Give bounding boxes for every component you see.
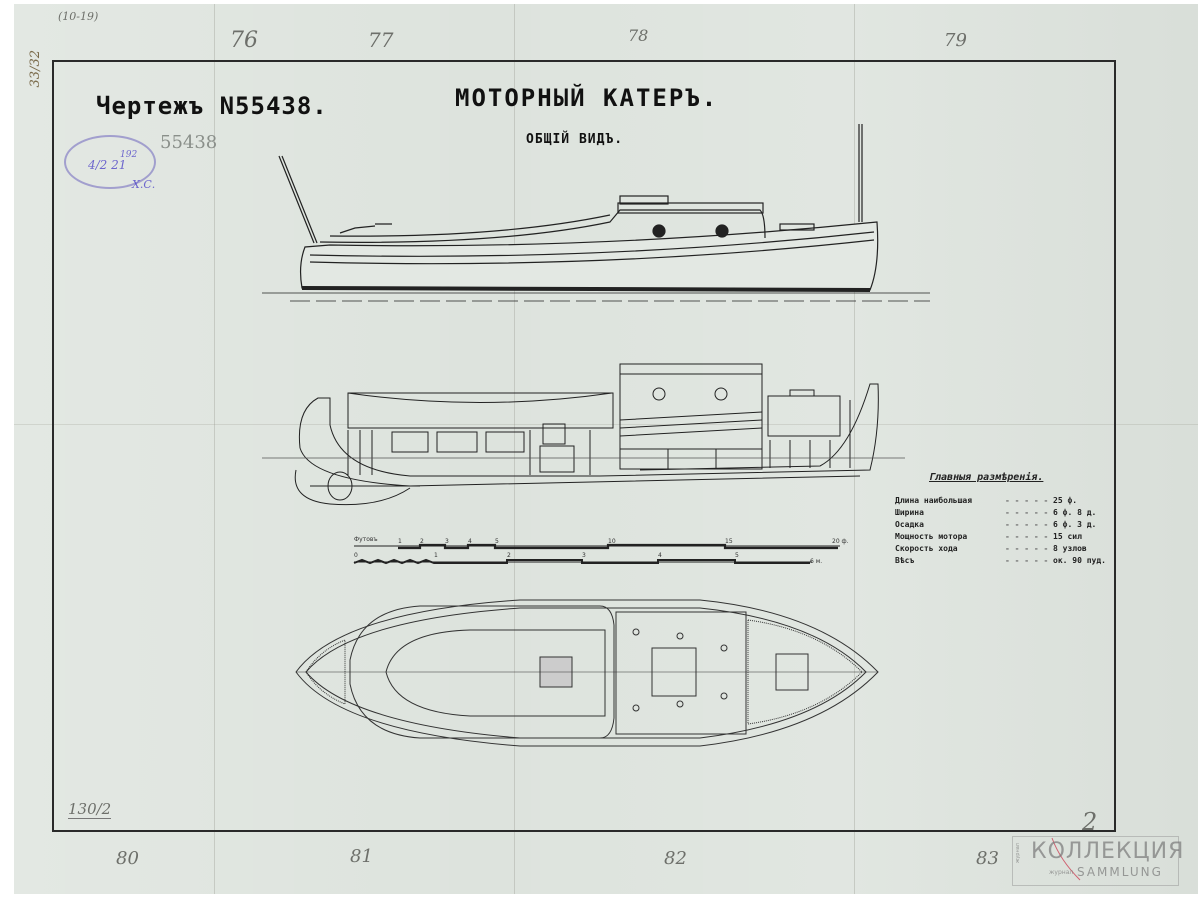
spec-label: Длина наибольшая — [895, 496, 973, 505]
scale-tick: 3 — [445, 538, 449, 545]
sheet-number: 79 — [944, 30, 967, 51]
fold-line — [214, 4, 215, 894]
scale-tick: 0 — [354, 552, 358, 559]
sheet-number: 81 — [350, 846, 373, 867]
inventory-number: 55438 — [160, 132, 218, 153]
spec-label: Скорость хода — [895, 544, 958, 553]
scale-tick: 10 — [608, 538, 616, 545]
spec-label: Осадка — [895, 520, 924, 529]
spec-value: 6 ф. 3 д. — [1053, 520, 1097, 529]
scale-tick: 20 ф. — [832, 538, 849, 545]
sheet-number: 80 — [116, 848, 139, 869]
specifications-table: Главныя размѣренія. Длина наибольшая- - … — [895, 472, 1115, 567]
fold-line — [854, 4, 855, 894]
spec-value: 6 ф. 8 д. — [1053, 508, 1097, 517]
specifications-title: Главныя размѣренія. — [929, 472, 1044, 483]
fold-line — [514, 4, 515, 894]
corner-note: 2 — [1082, 808, 1098, 836]
scale-tick: 5 — [495, 538, 499, 545]
scale-tick: 4 — [468, 538, 472, 545]
scale-tick: 3 — [582, 552, 586, 559]
scale-tick: 1 — [398, 538, 402, 545]
spec-row: Скорость хода- - - - - -8 узлов — [895, 543, 1115, 555]
drawing-number: Чертежъ N55438. — [96, 92, 328, 120]
spec-value: 25 ф. — [1053, 496, 1078, 505]
scale-bars — [353, 543, 840, 565]
fraction-note: 130/2 — [68, 800, 112, 819]
watermark-main-text: КОЛЛЕКЦИЯ — [1031, 839, 1185, 864]
sheet-number: 76 — [230, 28, 258, 53]
scale-tick: 1 — [434, 552, 438, 559]
spec-row: Мощность мотора- - - - - -15 сил — [895, 531, 1115, 543]
watermark-sub-text: SAMMLUNG — [1077, 865, 1163, 879]
spec-label: Ширина — [895, 508, 924, 517]
archive-stamp — [64, 135, 156, 189]
drawing-subtitle: ОБЩІЙ ВИДЪ. — [526, 132, 624, 147]
spec-row: Вѣсъ- - - - - -ок. 90 пуд. — [895, 555, 1115, 567]
longitudinal-section-view — [262, 363, 905, 506]
watermark-small-text: журнал — [1049, 869, 1074, 876]
spec-row: Длина наибольшая- - - - - -25 ф. — [895, 495, 1115, 507]
collection-watermark: журнал КОЛЛЕКЦИЯ журнал SAMMLUNG — [1012, 836, 1183, 886]
pencil-note-top-left: (10-19) — [58, 10, 99, 23]
sheet-number: 82 — [664, 848, 687, 869]
stamp-signature: Х.С. — [132, 178, 156, 191]
spec-value: ок. 90 пуд. — [1053, 556, 1106, 565]
drawing-sheet — [14, 4, 1198, 894]
drawing-title: МОТОРНЫЙ КАТЕРЪ. — [455, 84, 719, 112]
spec-value: 15 сил — [1053, 532, 1082, 541]
stamp-date: 4/2 21 — [88, 158, 127, 172]
sheet-number: 78 — [628, 26, 649, 45]
scale-tick: 6 м. — [810, 558, 823, 565]
scale-tick: 4 — [658, 552, 662, 559]
side-elevation-view — [262, 124, 930, 302]
scale-tick: 2 — [420, 538, 424, 545]
scale-upper-label: Футовъ — [354, 536, 378, 543]
scale-tick: 2 — [507, 552, 511, 559]
spec-label: Вѣсъ — [895, 556, 915, 565]
fold-line — [14, 424, 1198, 425]
watermark-flourish — [1051, 837, 1081, 881]
watermark-side-text: журнал — [1015, 843, 1021, 864]
sheet-number: 83 — [976, 848, 999, 869]
sheet-number: 77 — [368, 28, 394, 52]
spec-value: 8 узлов — [1053, 544, 1087, 553]
spec-row: Ширина- - - - - -6 ф. 8 д. — [895, 507, 1115, 519]
stamp-date-sup: 192 — [120, 150, 138, 160]
spec-row: Осадка- - - - - -6 ф. 3 д. — [895, 519, 1115, 531]
deck-plan-view — [295, 599, 879, 747]
scale-tick: 15 — [725, 538, 733, 545]
drawing-frame — [52, 60, 1116, 832]
spec-label: Мощность мотора — [895, 532, 968, 541]
scale-tick: 5 — [735, 552, 739, 559]
